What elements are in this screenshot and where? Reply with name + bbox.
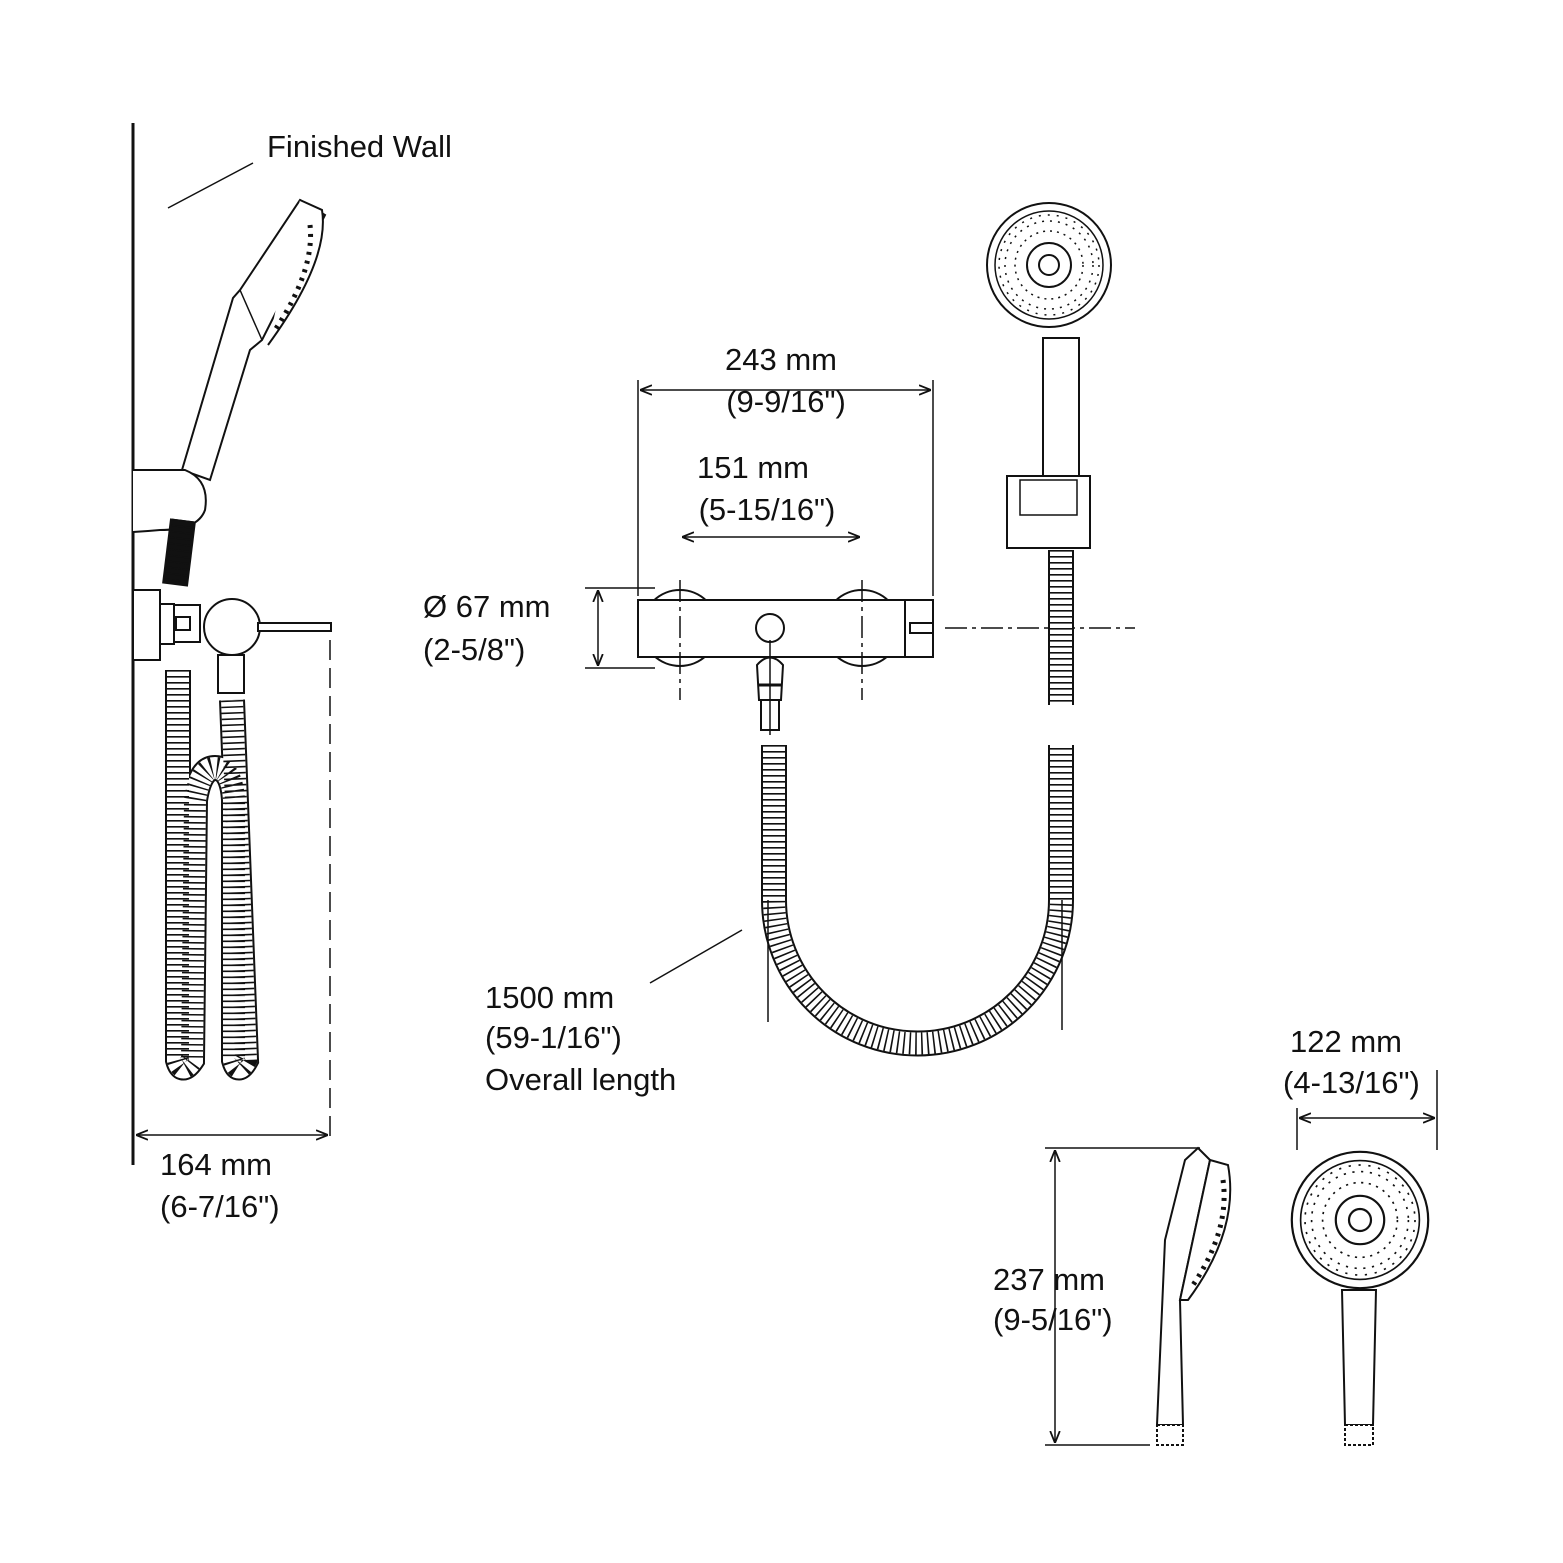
valve-body <box>637 599 934 658</box>
side-valve <box>132 589 332 694</box>
hose-length-note: Overall length <box>485 1062 676 1097</box>
side-hose <box>165 670 260 1081</box>
wall-bracket <box>1006 475 1091 549</box>
centers-mm: 151 mm <box>697 450 809 485</box>
overall-width-in: (9-9/16") <box>726 384 846 419</box>
handshower-face <box>1290 1150 1430 1290</box>
temperature-handle-mark <box>909 622 934 634</box>
side-view: Finished Wall 164 mm (6-7/1 <box>131 123 452 1224</box>
head-width-in: (4-13/16") <box>1283 1065 1420 1100</box>
projection-mm: 164 mm <box>160 1147 272 1182</box>
hose-length-in: (59-1/16") <box>485 1020 622 1055</box>
diameter-in: (2-5/8") <box>423 632 525 667</box>
handshower-length-mm: 237 mm <box>993 1262 1105 1297</box>
handshower-detail: 237 mm (9-5/16") 122 mm (4-13/16") <box>993 1024 1438 1446</box>
finished-wall-label: Finished Wall <box>267 129 452 164</box>
head-width-mm: 122 mm <box>1290 1024 1402 1059</box>
front-view: 243 mm (9-9/16") 151 mm (5-15/16") Ø 67 … <box>423 342 1135 735</box>
overall-width-mm: 243 mm <box>725 342 837 377</box>
hose-leader-line <box>649 929 743 984</box>
handshower-length-in: (9-5/16") <box>993 1302 1113 1337</box>
wall-leader-line <box>167 162 254 209</box>
hose-length-mm: 1500 mm <box>485 980 614 1015</box>
diameter-mm: Ø 67 mm <box>423 589 550 624</box>
centers-in: (5-15/16") <box>699 492 836 527</box>
front-handshower <box>986 202 1112 549</box>
side-handshower <box>132 198 327 533</box>
hose: 1500 mm (59-1/16") Overall length <box>485 550 1074 1097</box>
projection-in: (6-7/16") <box>160 1189 280 1224</box>
